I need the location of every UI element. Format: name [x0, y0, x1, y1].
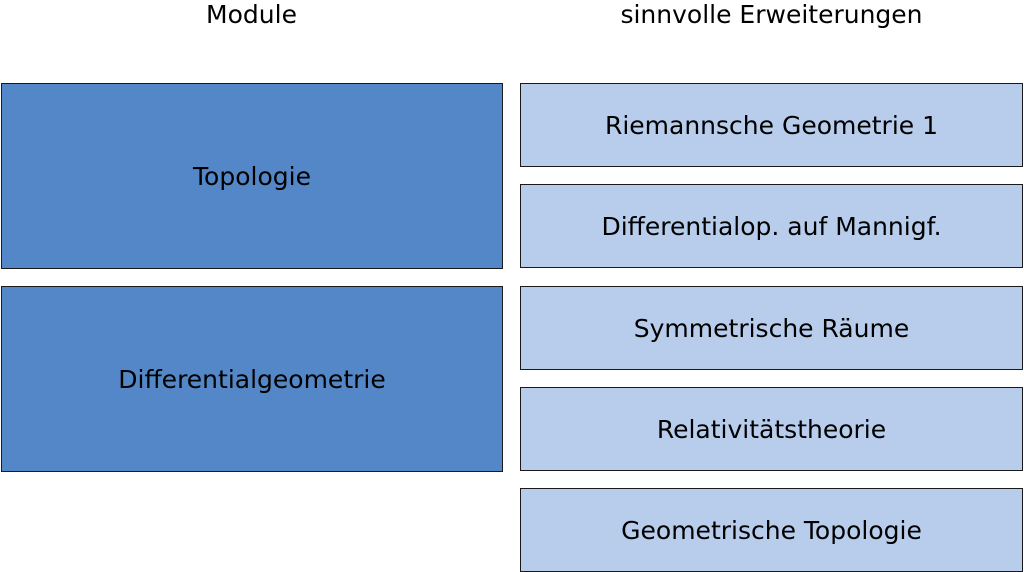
modules-heading: Module: [206, 0, 297, 29]
extension-label: Riemannsche Geometrie 1: [604, 110, 939, 140]
extension-label: Differentialop. auf Mannigf.: [601, 211, 942, 241]
extension-box-geometrische-topologie: Geometrische Topologie: [520, 488, 1023, 572]
module-label: Topologie: [193, 161, 311, 191]
extension-label: Symmetrische Räume: [633, 313, 910, 343]
extension-box-relativitaetstheorie: Relativitätstheorie: [520, 387, 1023, 471]
extension-label: Relativitätstheorie: [656, 414, 887, 444]
extension-box-differentialoperatoren: Differentialop. auf Mannigf.: [520, 184, 1023, 268]
extension-label: Geometrische Topologie: [621, 515, 922, 545]
extensions-heading: sinnvolle Erweiterungen: [620, 0, 923, 29]
extension-box-symmetrische-raeume: Symmetrische Räume: [520, 286, 1023, 370]
extension-box-riemannsche-geometrie: Riemannsche Geometrie 1: [520, 83, 1023, 167]
module-label: Differentialgeometrie: [118, 364, 386, 394]
module-box-topologie: Topologie: [1, 83, 503, 269]
module-box-differentialgeometrie: Differentialgeometrie: [1, 286, 503, 472]
